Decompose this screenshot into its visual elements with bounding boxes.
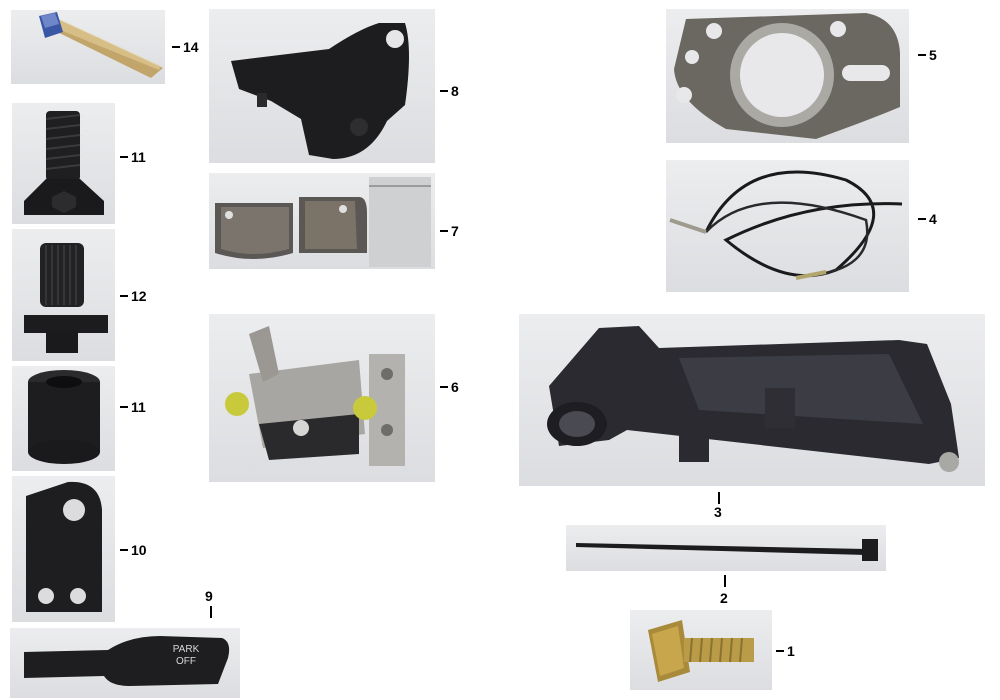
photo-part-6 [209,314,435,482]
callout-3: 3 [714,504,722,520]
park-label: PARK OFF [172,644,200,667]
photo-part-14 [11,10,165,84]
parking-brake-lever-image [24,636,230,686]
callout-9-tick [210,606,212,618]
callout-12: 12 [120,289,147,303]
caliper-bracket-plate-image [674,13,900,139]
photo-part-3 [519,314,985,486]
callout-7: 7 [440,224,459,238]
bushing-image [28,370,100,464]
photo-part-9: PARK OFF [10,628,240,698]
callout-2-tick [724,575,726,587]
photo-part-12 [12,229,115,361]
cable-tie-image [576,539,878,561]
callout-10: 10 [120,543,147,557]
callout-1: 1 [776,644,795,658]
callout-9: 9 [205,588,213,604]
caliper-support-bracket-image [231,23,409,159]
callout-6: 6 [440,380,459,394]
photo-part-13 [12,103,115,224]
photo-part-10 [12,476,115,622]
callout-8: 8 [440,84,459,98]
long-pin-bolt-image [39,12,163,78]
callout-4: 4 [918,212,937,226]
photo-part-7 [209,173,435,269]
countersunk-bolt-image [24,111,104,215]
swing-arm-image [547,326,959,472]
callout-2: 2 [720,590,728,606]
callout-11: 11 [120,400,146,414]
brake-caliper-image [225,326,405,466]
callout-14: 14 [172,40,199,54]
callout-13: 11 [120,150,146,164]
brake-cable-image [669,170,903,280]
lever-plate-image [26,481,102,612]
splined-shaft-image [24,243,108,353]
photo-part-1 [630,610,772,690]
photo-part-8 [209,9,435,163]
photo-part-11 [12,366,115,471]
flange-bolt-image [648,620,754,682]
photo-part-5 [666,9,909,143]
photo-part-4 [666,160,909,292]
brake-pads-image [215,177,431,267]
photo-part-2 [566,525,886,571]
callout-3-tick [718,492,720,504]
callout-5: 5 [918,48,937,62]
